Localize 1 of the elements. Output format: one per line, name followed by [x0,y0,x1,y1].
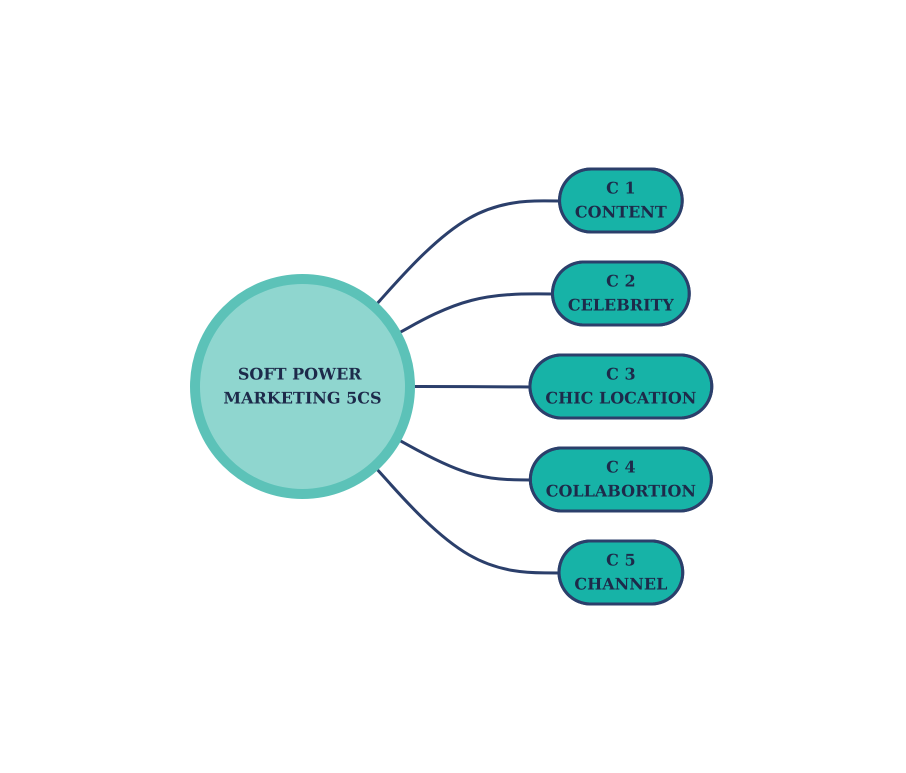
node-circle: SOFT POWER MARKETING 5CS [190,274,415,499]
